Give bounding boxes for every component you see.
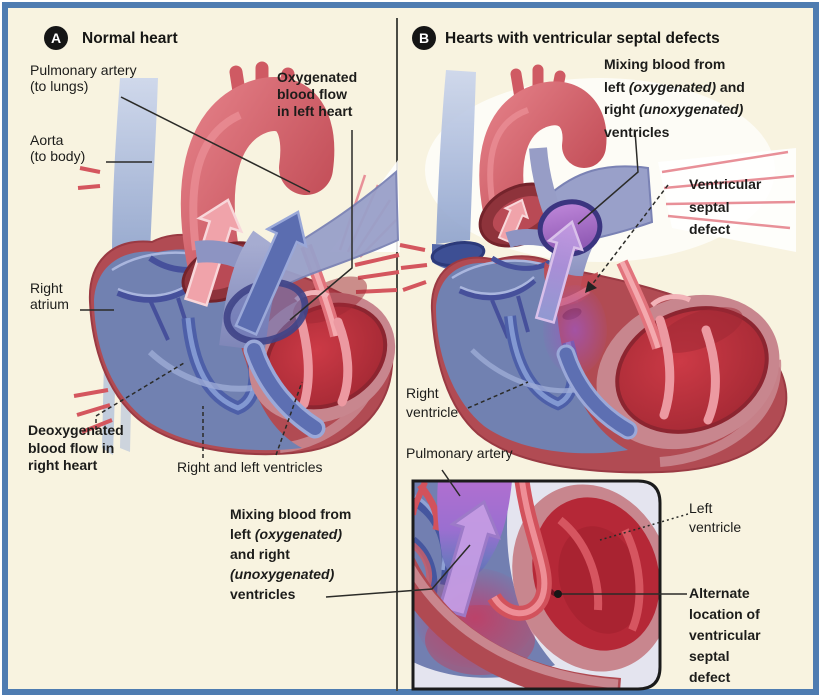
label-right-atrium-a: Right atrium — [30, 280, 69, 312]
label-ventricles-a: Right and left ventricles — [177, 459, 323, 475]
deoxygenated-flow-arrow-a — [234, 210, 308, 337]
inset-border — [411, 479, 662, 691]
panel-a-heart-illustration — [73, 61, 400, 456]
panel-b-title: Hearts with ventricular septal defects — [445, 30, 720, 47]
leader-left-ventricle-b — [599, 513, 689, 541]
leader-mixing-b — [577, 130, 639, 225]
panel-b-badge: B — [412, 26, 436, 50]
oxygenated-flow-arrow-b — [497, 198, 530, 244]
leader-alternate-dot — [554, 590, 562, 598]
label-pulmonary-artery-b: Pulmonary artery — [406, 445, 513, 461]
leader-mixing-a — [325, 544, 471, 598]
inset-illustration — [413, 481, 660, 689]
label-mixing-b: Mixing blood from left (oxygenated) and … — [604, 56, 745, 140]
leader-pulmonary-artery-b — [441, 469, 461, 497]
label-alternate-vsd-b: Alternate location of ventricular septal… — [689, 585, 761, 685]
panel-a-badge: A — [44, 26, 68, 50]
leader-vsd-arrowhead — [585, 281, 597, 293]
panel-b-heart-illustration — [399, 64, 796, 474]
label-right-ventricle-b: Right ventricle — [406, 385, 459, 420]
leader-right-ventricle-b — [467, 381, 529, 409]
label-left-ventricle-b: Left ventricle — [689, 500, 742, 535]
label-mixing-a: Mixing blood from left (oxygenated) and … — [230, 506, 352, 602]
panel-a-title: Normal heart — [82, 30, 178, 47]
label-oxygenated-flow-a: Oxygenated blood flow in left heart — [277, 69, 358, 119]
leader-pulmonary-artery-a — [120, 96, 311, 193]
label-vsd-b: Ventricular septal defect — [689, 176, 762, 237]
mixed-flow-arrow-b — [534, 219, 584, 324]
leader-deoxygenated-a — [95, 362, 185, 430]
leader-ventricles-left-a — [275, 381, 303, 456]
leader-vsd-b — [587, 184, 669, 291]
label-pulmonary-artery-a: Pulmonary artery (to lungs) — [30, 62, 137, 94]
mixed-flow-arrow-inset — [437, 499, 502, 618]
leader-oxygenated-a — [289, 130, 353, 321]
label-deoxygenated-flow-a: Deoxygenated blood flow in right heart — [28, 422, 124, 473]
label-aorta-a: Aorta (to body) — [30, 132, 86, 164]
